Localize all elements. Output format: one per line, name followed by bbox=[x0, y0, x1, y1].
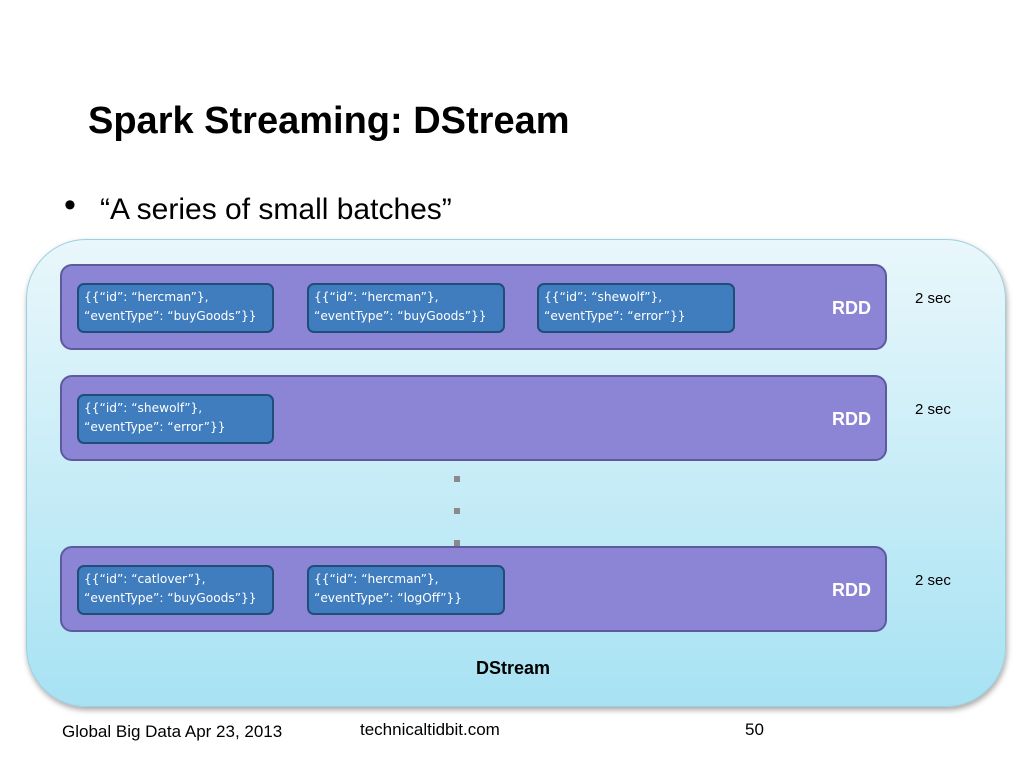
dstream-label: DStream bbox=[476, 658, 551, 678]
event-type: “eventType”: “buyGoods”}} bbox=[84, 309, 257, 323]
rdd-label: RDD bbox=[832, 580, 871, 600]
rdd-label: RDD bbox=[832, 409, 871, 429]
event-type: “eventType”: “error”}} bbox=[544, 309, 686, 323]
event-type: “eventType”: “logOff”}} bbox=[314, 591, 463, 605]
event-id: {{“id”: “hercman”}, bbox=[84, 290, 209, 304]
event-record: {{“id”: “shewolf”}, “eventType”: “error”… bbox=[77, 394, 274, 444]
event-id: {{“id”: “catlover”}, bbox=[84, 572, 206, 586]
bullet-text: “A series of small batches” bbox=[100, 193, 452, 226]
page-number: 50 bbox=[745, 720, 764, 739]
footer-event: Global Big Data Apr 23, 2013 bbox=[62, 722, 283, 741]
event-record: {{“id”: “hercman”}, “eventType”: “logOff… bbox=[307, 565, 505, 615]
event-type: “eventType”: “buyGoods”}} bbox=[314, 309, 487, 323]
event-record: {{“id”: “shewolf”}, “eventType”: “error”… bbox=[537, 283, 735, 333]
rdd-batch-2: {{“id”: “shewolf”}, “eventType”: “error”… bbox=[60, 375, 887, 461]
ellipsis-dot bbox=[454, 540, 460, 546]
bullet-icon: • bbox=[64, 186, 76, 224]
rdd-label: RDD bbox=[832, 298, 871, 318]
event-record: {{“id”: “catlover”}, “eventType”: “buyGo… bbox=[77, 565, 274, 615]
event-type: “eventType”: “error”}} bbox=[84, 420, 226, 434]
batch-interval-label: 2 sec bbox=[915, 572, 951, 589]
event-id: {{“id”: “shewolf”}, bbox=[544, 290, 663, 304]
batch-interval-label: 2 sec bbox=[915, 401, 951, 418]
rdd-batch-3: {{“id”: “catlover”}, “eventType”: “buyGo… bbox=[60, 546, 887, 632]
ellipsis-dot bbox=[454, 508, 460, 514]
slide-title: Spark Streaming: DStream bbox=[88, 100, 570, 142]
batch-interval-label: 2 sec bbox=[915, 290, 951, 307]
rdd-batch-1: {{“id”: “hercman”}, “eventType”: “buyGoo… bbox=[60, 264, 887, 350]
event-record: {{“id”: “hercman”}, “eventType”: “buyGoo… bbox=[307, 283, 505, 333]
footer-website: technicaltidbit.com bbox=[360, 720, 500, 739]
event-id: {{“id”: “shewolf”}, bbox=[84, 401, 203, 415]
ellipsis-dot bbox=[454, 476, 460, 482]
event-type: “eventType”: “buyGoods”}} bbox=[84, 591, 257, 605]
event-id: {{“id”: “hercman”}, bbox=[314, 290, 439, 304]
event-id: {{“id”: “hercman”}, bbox=[314, 572, 439, 586]
event-record: {{“id”: “hercman”}, “eventType”: “buyGoo… bbox=[77, 283, 274, 333]
